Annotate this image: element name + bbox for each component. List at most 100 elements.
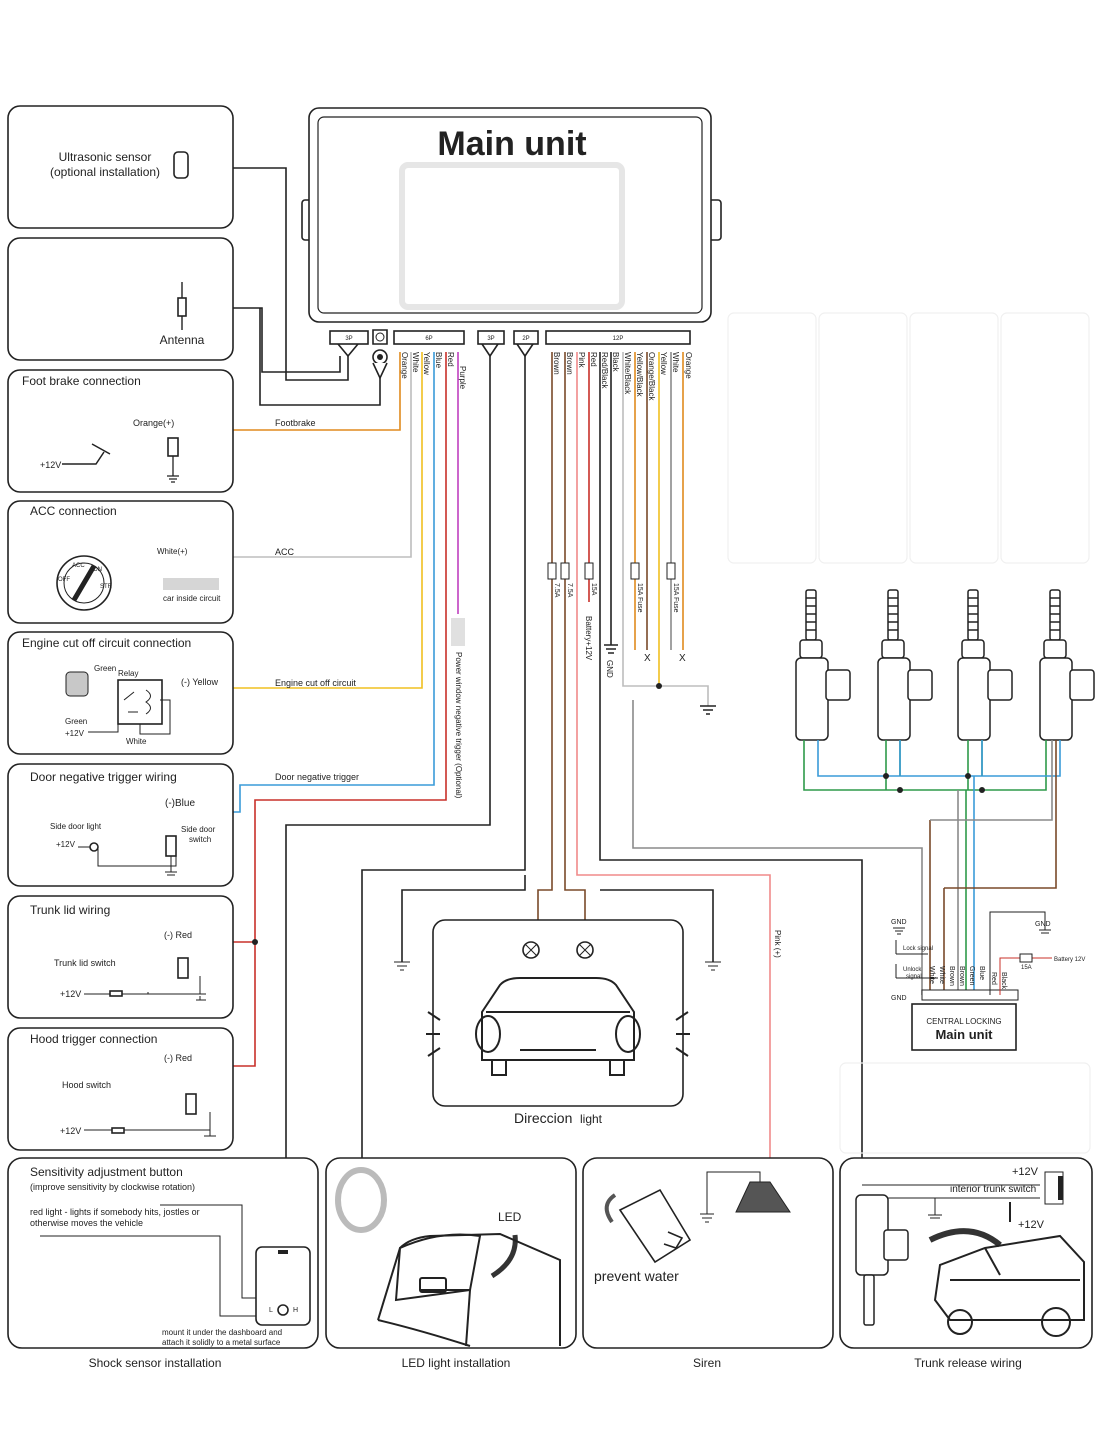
wire-12p-1: Brown	[552, 352, 561, 375]
panel-siren: prevent water Siren	[582, 1157, 834, 1370]
engine-green1: Green	[94, 664, 116, 673]
svg-text:Blue: Blue	[978, 966, 985, 980]
fuses: 7.5A 7.5A 15A 15A Fuse 15A Fuse Battery+…	[451, 562, 686, 799]
door-actuators	[795, 589, 1095, 995]
main-unit: Main unit	[301, 107, 722, 323]
wire-12p-11: White	[671, 352, 680, 373]
svg-text:Green: Green	[968, 966, 975, 986]
shock-note2: otherwise moves the vehicle	[30, 1218, 143, 1228]
door-side-switch1: Side door	[181, 825, 216, 834]
foot-brake-12v: +12V	[40, 460, 61, 470]
acc-route: ACC	[275, 547, 295, 557]
wire-6p-red: Red	[446, 352, 455, 367]
wires	[98, 167, 923, 1248]
door-switch-icon	[165, 835, 177, 857]
engine-wire: (-) Yellow	[181, 677, 219, 687]
cl-gnd-bottom: GND	[891, 995, 907, 1002]
door-light-icon	[89, 842, 99, 852]
wire-6p-white: White	[411, 352, 420, 373]
shock-sub: (improve sensitivity by clockwise rotati…	[30, 1182, 195, 1192]
engine-12v: +12V	[65, 729, 85, 738]
trunk-release-caption: Trunk release wiring	[914, 1356, 1022, 1370]
engine-route: Engine cut off circuit	[275, 678, 356, 688]
wire-12p-12: Orange	[684, 352, 693, 379]
ignition-switch-icon: ACC ON OFF STR	[56, 555, 113, 611]
pink-label: Pink (+)	[773, 930, 782, 958]
engine-title: Engine cut off circuit connection	[22, 636, 191, 650]
antenna-icon	[177, 297, 187, 317]
trunk-wire: (-) Red	[164, 930, 192, 940]
svg-text:Red: Red	[990, 972, 997, 985]
cl-gnd-top: GND	[891, 919, 907, 926]
siren-label: prevent water	[594, 1268, 679, 1284]
fuse-4: 15A Fuse	[636, 583, 643, 613]
svg-text:L: L	[269, 1307, 273, 1314]
battery-label: Battery+12V	[584, 616, 593, 661]
panel-led: LED LED light installation	[325, 1157, 577, 1370]
acc-circuit: car inside circuit	[163, 594, 221, 603]
door-title: Door negative trigger wiring	[30, 770, 177, 784]
acc-wire: White(+)	[157, 547, 188, 556]
shock-title: Sensitivity adjustment button	[30, 1165, 183, 1179]
wire-12p-5: Red/Black	[600, 352, 609, 389]
foot-brake-wire: Orange(+)	[133, 418, 174, 428]
cl-unlock1: Unlock	[903, 967, 922, 973]
ultrasonic-line1: Ultrasonic sensor	[59, 150, 152, 164]
main-unit-title: Main unit	[437, 125, 586, 163]
svg-text:STR: STR	[100, 584, 113, 590]
faint-cards	[727, 312, 1091, 1154]
svg-text:ON: ON	[93, 567, 102, 573]
connector-6p: 6P	[425, 336, 432, 342]
hood-title: Hood trigger connection	[30, 1032, 157, 1046]
central-locking: CENTRAL LOCKING Main unit White White Br…	[891, 911, 1085, 1051]
siren-icon	[735, 1181, 791, 1213]
hood-12v: +12V	[60, 1126, 81, 1136]
engine-white: White	[126, 737, 147, 746]
panel-antenna: Antenna	[7, 237, 234, 361]
svg-text:H: H	[293, 1307, 298, 1314]
wire-6p-purple: Purple	[458, 366, 467, 390]
shock-caption: Shock sensor installation	[89, 1356, 222, 1370]
panel-engine: Engine cut off circuit connection Green …	[7, 631, 356, 755]
svg-text:White: White	[928, 966, 935, 984]
relay-icon	[117, 679, 163, 725]
shock-mount2: attach it solidly to a metal surface	[162, 1338, 281, 1347]
svg-text:White: White	[938, 966, 945, 984]
wire-6p-yellow: Yellow	[422, 352, 431, 375]
power-window-label: Power window negative trigger (Optional)	[454, 652, 463, 799]
foot-brake-title: Foot brake connection	[22, 374, 141, 388]
siren-caption: Siren	[693, 1356, 721, 1370]
connector-2p: 2P	[522, 336, 529, 342]
wire-12p-2: Brown	[565, 352, 574, 375]
motor-icon	[65, 671, 89, 697]
car-front-icon	[426, 977, 690, 1076]
cl-lock-signal: Lock signal	[903, 946, 933, 952]
engine-relay: Relay	[118, 669, 138, 678]
actuator-3-icon	[957, 589, 1013, 741]
connector-12p: 12P	[613, 336, 624, 342]
wire-6p-orange: Orange	[400, 352, 409, 379]
direccion-word1: Direccion	[514, 1110, 572, 1126]
wire-12p-7: White/Black	[623, 352, 632, 395]
door-wire: (-)Blue	[165, 798, 195, 809]
cl-unlock2: signal	[906, 974, 922, 980]
led-lamp-icon	[335, 1167, 387, 1233]
wire-12p-9: Orange/Black	[647, 352, 656, 401]
svg-text:OFF: OFF	[58, 577, 70, 583]
ultrasonic-sensor-icon	[173, 151, 189, 179]
fuse-2: 7.5A	[566, 583, 573, 598]
tr-12v-bottom: +12V	[1018, 1219, 1045, 1231]
panel-trunk: Trunk lid wiring (-) Red Trunk lid switc…	[7, 895, 234, 1019]
gnd-label: GND	[605, 660, 614, 678]
door-12v: +12V	[56, 840, 76, 849]
car-interior-icon	[377, 1232, 561, 1347]
cl-gnd-right: GND	[1035, 921, 1051, 928]
tr-switch: interior trunk switch	[950, 1184, 1036, 1195]
actuator-2-icon	[877, 589, 933, 741]
tr-12v-top: +12V	[1012, 1166, 1039, 1178]
trunk-switch: Trunk lid switch	[54, 958, 116, 968]
led-label: LED	[498, 1210, 522, 1224]
cl-battery: Battery 12V	[1054, 957, 1085, 963]
siren-horn-icon	[618, 1188, 692, 1264]
